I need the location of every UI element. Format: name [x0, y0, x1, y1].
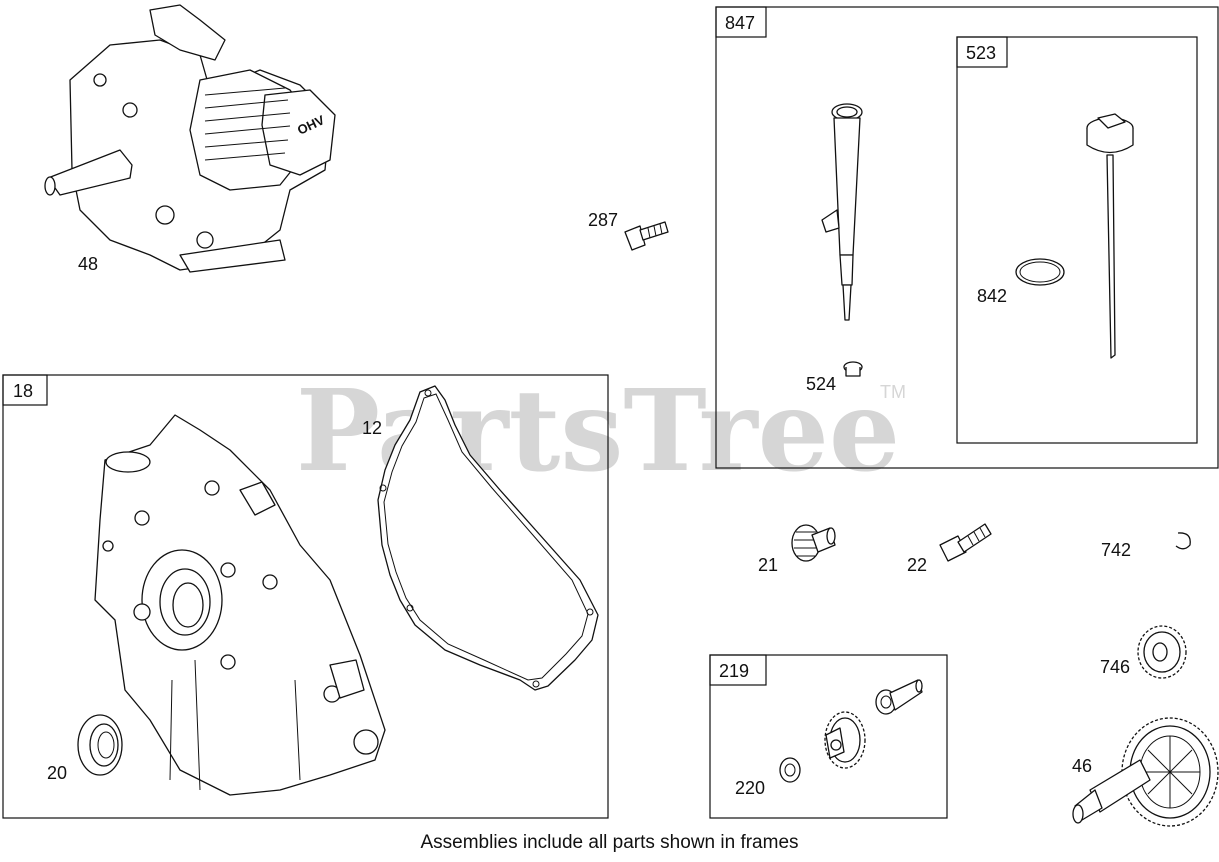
callout-46: 46: [1072, 756, 1092, 776]
frame-847-label: 847: [725, 13, 755, 33]
frame-847-tag: [715, 6, 767, 38]
frame-847: [715, 6, 1219, 469]
breather-part-21[interactable]: [791, 524, 836, 562]
washer-part-220[interactable]: [779, 757, 801, 783]
callout-22: 22: [907, 555, 927, 575]
frame-219-label: 219: [719, 661, 749, 681]
o-ring-part-842[interactable]: [1015, 258, 1065, 286]
frame-523-label: 523: [966, 43, 996, 63]
frame-523-tag: [956, 36, 1008, 68]
gasket-part-12[interactable]: [377, 385, 599, 691]
camshaft-part-46[interactable]: [1072, 717, 1219, 827]
dipstick-tube[interactable]: [821, 103, 863, 321]
engine-part-48[interactable]: OHV: [44, 4, 336, 273]
assemblies-caption: Assemblies include all parts shown in fr…: [420, 832, 799, 853]
governor-shaft[interactable]: [875, 679, 923, 715]
seal-part-20[interactable]: [77, 714, 123, 776]
callout-48: 48: [78, 254, 98, 274]
callout-742: 742: [1101, 540, 1131, 560]
gear-part-746[interactable]: [1137, 625, 1187, 679]
watermark-tm: TM: [880, 382, 906, 402]
callout-220: 220: [735, 778, 765, 798]
callout-524: 524: [806, 374, 836, 394]
clip-part-742[interactable]: [1175, 532, 1191, 550]
dipstick-part-523[interactable]: [1086, 113, 1134, 359]
crankcase-cover[interactable]: [94, 414, 386, 796]
screw-part-287[interactable]: [624, 221, 669, 251]
callout-287: 287: [588, 210, 618, 230]
callout-21: 21: [758, 555, 778, 575]
callout-842: 842: [977, 286, 1007, 306]
callout-12: 12: [362, 418, 382, 438]
frame-219-tag: [709, 654, 767, 686]
frame-523: [956, 36, 1198, 444]
frame-18-label: 18: [13, 381, 33, 401]
plug-part-524[interactable]: [843, 361, 863, 377]
callout-20: 20: [47, 763, 67, 783]
frame-219: [709, 654, 948, 819]
governor-gear[interactable]: [824, 711, 866, 769]
callout-746: 746: [1100, 657, 1130, 677]
frame-18: [2, 374, 609, 819]
frame-18-tag: [2, 374, 48, 406]
bolt-part-22[interactable]: [939, 523, 992, 562]
